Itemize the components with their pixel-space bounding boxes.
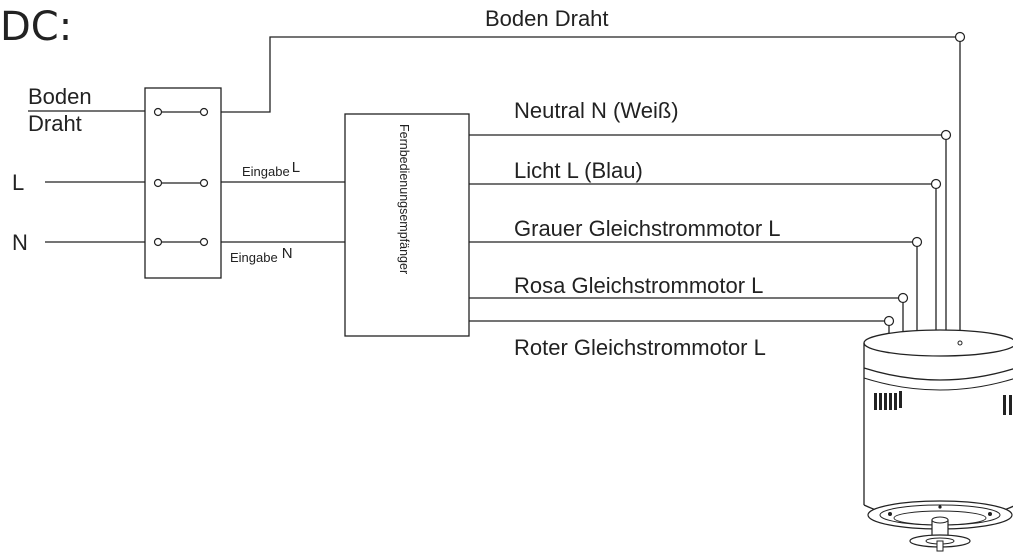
ground-left-label-1: Boden (28, 84, 92, 109)
terminal-row-L (153, 178, 209, 188)
ground-wire (221, 36, 956, 113)
ground-left-label-2: Draht (28, 111, 82, 136)
receiver-box (344, 113, 470, 337)
line-L-label: L (12, 170, 24, 195)
diagram-title: DC: (0, 4, 72, 50)
output-terminal-neutral (940, 129, 952, 141)
output-label-grey: Grauer Gleichstrommotor L (514, 216, 781, 241)
input-N-suffix: N (282, 245, 293, 262)
ground-terminal (954, 31, 966, 43)
input-L-prefix: Eingabe (242, 164, 290, 179)
receiver-label: Fernbedienungsempfänger (397, 124, 411, 274)
output-label-red: Roter Gleichstrommotor L (514, 335, 766, 360)
input-N-label: Eingabe N (230, 245, 293, 265)
motor-vent-left (874, 391, 902, 410)
output-label-light: Licht L (Blau) (514, 158, 643, 183)
motor-illustration (863, 329, 1013, 552)
output-terminal-pink (897, 292, 909, 304)
input-L-suffix: L (292, 159, 300, 176)
line-N-label: N (12, 230, 28, 255)
output-label-pink: Rosa Gleichstrommotor L (514, 273, 763, 298)
input-N-prefix: Eingabe (230, 250, 278, 265)
output-terminal-grey (911, 236, 923, 248)
output-terminal-red (883, 315, 895, 327)
motor-vent-right (1003, 395, 1012, 415)
terminal-row-N (153, 237, 209, 247)
output-terminal-light (930, 178, 942, 190)
output-label-neutral: Neutral N (Weiß) (514, 98, 679, 123)
terminal-row-ground (153, 107, 209, 117)
ground-top-label: Boden Draht (485, 6, 609, 31)
